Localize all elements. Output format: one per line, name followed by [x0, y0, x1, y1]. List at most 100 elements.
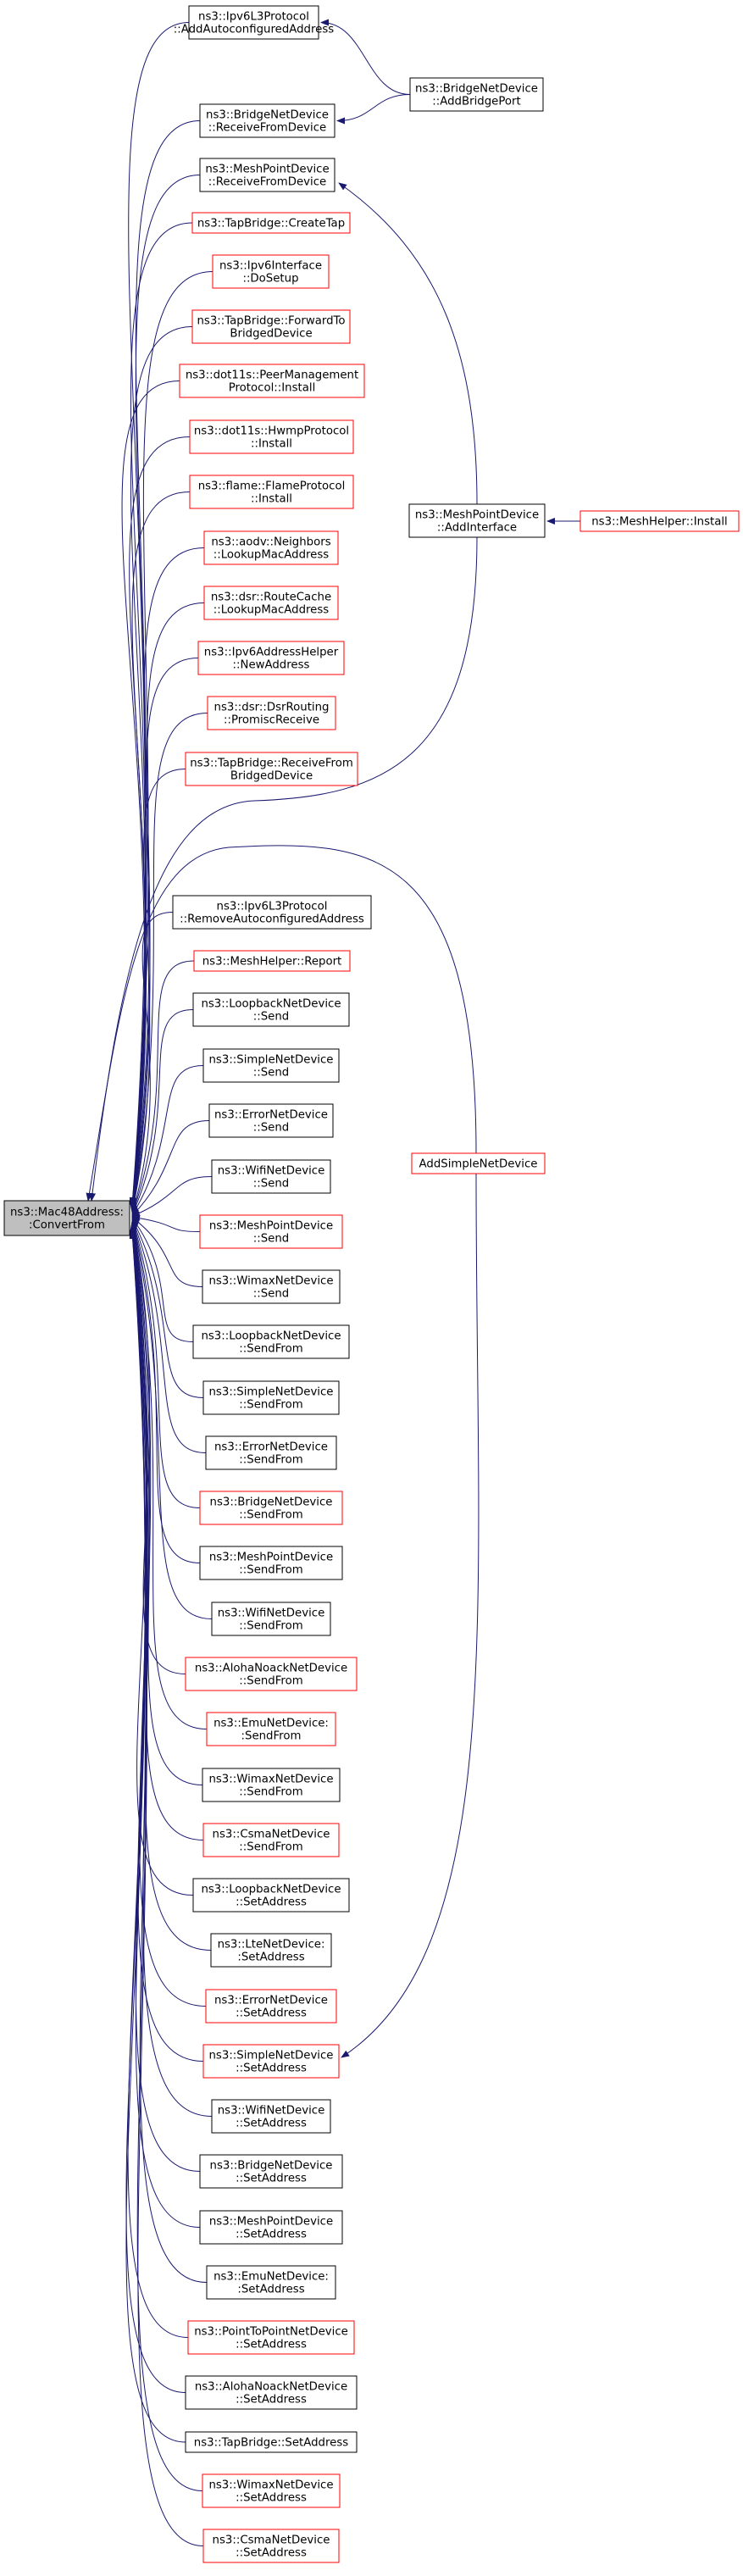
- caller-node-c25-label-line-2: ::SendFrom: [239, 1509, 302, 1522]
- caller-node-c37-label-line-1: ns3::BridgeNetDevice: [210, 2160, 333, 2173]
- caller-node-c30[interactable]: ns3::WimaxNetDevice::SendFrom: [202, 1768, 341, 1802]
- caller-node-c34[interactable]: ns3::ErrorNetDevice::SetAddress: [205, 1989, 337, 2024]
- root-node-mac48address-convertfrom[interactable]: ns3::Mac48Address::ConvertFrom: [3, 1200, 130, 1236]
- caller-node-c2-label-line-1: ns3::MeshPointDevice: [205, 164, 329, 176]
- caller-node-c35-box: [202, 2044, 340, 2079]
- caller-node-c21[interactable]: ns3::WimaxNetDevice::Send: [202, 1269, 341, 1304]
- caller-node-c25-label-line-1: ns3::BridgeNetDevice: [210, 1496, 333, 1509]
- caller-node-c1[interactable]: ns3::BridgeNetDevice::ReceiveFromDevice: [199, 103, 335, 138]
- caller-node-c7[interactable]: ns3::dot11s::HwmpProtocol::Install: [189, 419, 354, 454]
- caller-node-c41-box: [185, 2375, 358, 2410]
- caller-node-c18[interactable]: ns3::ErrorNetDevice::Send: [208, 1103, 334, 1138]
- caller-node-c42-box: [185, 2431, 358, 2453]
- edge-c30-to-root: [130, 1222, 203, 1785]
- secondary-node-s1[interactable]: ns3::MeshPointDevice::AddInterface: [408, 503, 546, 538]
- caller-node-c19-box: [211, 1159, 331, 1194]
- caller-node-c27[interactable]: ns3::WifiNetDevice::SendFrom: [211, 1602, 331, 1636]
- caller-node-c34-box: [205, 1989, 337, 2024]
- caller-node-c31[interactable]: ns3::CsmaNetDevice::SendFrom: [202, 1823, 340, 1857]
- caller-node-c27-label-line-1: ns3::WifiNetDevice: [218, 1607, 325, 1620]
- caller-node-c1-label-line-1: ns3::BridgeNetDevice: [206, 109, 329, 122]
- caller-node-c28[interactable]: ns3::AlohaNoackNetDevice::SendFrom: [185, 1657, 358, 1691]
- caller-node-c29[interactable]: ns3::EmuNetDevice::SendFrom: [206, 1712, 336, 1746]
- caller-node-c35[interactable]: ns3::SimpleNetDevice::SetAddress: [202, 2044, 340, 2079]
- caller-node-c23-label-line-2: ::SendFrom: [239, 1399, 302, 1412]
- caller-node-c32[interactable]: ns3::LoopbackNetDevice::SetAddress: [192, 1878, 350, 1913]
- caller-node-c43[interactable]: ns3::WimaxNetDevice::SetAddress: [202, 2473, 341, 2508]
- caller-node-c28-label-line-1: ns3::AlohaNoackNetDevice: [195, 1663, 347, 1675]
- caller-node-c24[interactable]: ns3::ErrorNetDevice::SendFrom: [205, 1435, 337, 1470]
- caller-node-c3[interactable]: ns3::TapBridge::CreateTap: [191, 212, 351, 234]
- caller-node-c39-label-line-1: ns3::EmuNetDevice:: [213, 2271, 329, 2284]
- caller-node-c33-label-line-1: ns3::LteNetDevice:: [218, 1939, 325, 1951]
- caller-node-c17[interactable]: ns3::SimpleNetDevice::Send: [202, 1048, 340, 1083]
- caller-node-c2-box: [199, 158, 335, 192]
- caller-node-c37[interactable]: ns3::BridgeNetDevice::SetAddress: [199, 2154, 343, 2189]
- caller-node-c40[interactable]: ns3::PointToPointNetDevice::SetAddress: [187, 2320, 355, 2355]
- secondary-node-s2-label-line-1: AddSimpleNetDevice: [419, 1158, 538, 1171]
- caller-node-c39-box: [206, 2265, 336, 2300]
- caller-node-c39[interactable]: ns3::EmuNetDevice::SetAddress: [206, 2265, 336, 2300]
- edge-c14-to-root: [130, 912, 174, 1214]
- caller-node-c14[interactable]: ns3::Ipv6L3Protocol::RemoveAutoconfigure…: [172, 895, 372, 930]
- edge-c27-to-root: [130, 1220, 213, 1619]
- edge-c16-to-root: [131, 1009, 194, 1216]
- secondary-node-s3[interactable]: ns3::MeshHelper::Install: [579, 510, 740, 532]
- caller-node-c6-label-line-2: Protocol::Install: [229, 382, 316, 395]
- edge-c6-to-root: [121, 380, 180, 1210]
- caller-node-c18-box: [208, 1103, 334, 1138]
- caller-node-c10[interactable]: ns3::dsr::RouteCache::LookupMacAddress: [203, 586, 339, 620]
- caller-node-c2[interactable]: ns3::MeshPointDevice::ReceiveFromDevice: [199, 158, 335, 192]
- caller-node-c25[interactable]: ns3::BridgeNetDevice::SendFrom: [199, 1491, 343, 1525]
- caller-node-c4[interactable]: ns3::Ipv6Interface::DoSetup: [212, 254, 330, 289]
- caller-node-c30-label-line-2: ::SendFrom: [239, 1786, 302, 1799]
- edge-c11-to-root: [130, 658, 199, 1213]
- caller-node-c0[interactable]: ns3::Ipv6L3Protocol::AddAutoconfiguredAd…: [174, 5, 335, 40]
- caller-node-c33-box: [210, 1933, 332, 1968]
- caller-node-c33[interactable]: ns3::LteNetDevice::SetAddress: [210, 1933, 332, 1968]
- caller-node-c16[interactable]: ns3::LoopbackNetDevice::Send: [192, 992, 350, 1027]
- caller-node-c42[interactable]: ns3::TapBridge::SetAddress: [185, 2431, 358, 2453]
- secondary-node-s2[interactable]: AddSimpleNetDevice: [411, 1152, 546, 1174]
- caller-node-c38-label-line-1: ns3::MeshPointDevice: [209, 2216, 333, 2229]
- caller-node-c36-label-line-1: ns3::WifiNetDevice: [218, 2105, 325, 2118]
- caller-node-c22[interactable]: ns3::LoopbackNetDevice::SendFrom: [192, 1324, 350, 1359]
- caller-node-c24-label-line-2: ::SendFrom: [239, 1454, 302, 1467]
- edge-c13-to-root: [130, 769, 186, 1214]
- caller-node-c15-label-line-1: ns3::MeshHelper::Report: [202, 956, 342, 969]
- caller-node-c41[interactable]: ns3::AlohaNoackNetDevice::SetAddress: [185, 2375, 358, 2410]
- caller-node-c12[interactable]: ns3::dsr::DsrRouting::PromiscReceive: [207, 696, 336, 730]
- caller-node-c19[interactable]: ns3::WifiNetDevice::Send: [211, 1159, 331, 1194]
- caller-node-c44-label-line-2: ::SetAddress: [236, 2547, 307, 2560]
- caller-node-c22-label-line-1: ns3::LoopbackNetDevice: [201, 1330, 341, 1343]
- caller-node-c11-label-line-2: ::NewAddress: [233, 659, 310, 672]
- caller-node-c40-box: [187, 2320, 355, 2355]
- caller-node-c15[interactable]: ns3::MeshHelper::Report: [193, 950, 351, 972]
- caller-node-c2-label-line-2: ::ReceiveFromDevice: [208, 176, 326, 189]
- caller-node-c38-label-line-2: ::SetAddress: [236, 2229, 307, 2241]
- caller-node-c20[interactable]: ns3::MeshPointDevice::Send: [199, 1214, 343, 1249]
- edge-s1-to-root: [89, 536, 478, 1202]
- caller-node-c9[interactable]: ns3::aodv::Neighbors::LookupMacAddress: [203, 530, 339, 565]
- caller-node-c11[interactable]: ns3::Ipv6AddressHelper::NewAddress: [197, 641, 345, 675]
- caller-node-c28-box: [185, 1657, 358, 1691]
- edge-c0-to-root: [128, 22, 190, 1206]
- caller-node-c37-label-line-2: ::SetAddress: [236, 2173, 307, 2185]
- caller-node-c23[interactable]: ns3::SimpleNetDevice::SendFrom: [202, 1380, 340, 1415]
- edge-c25-to-root: [130, 1219, 201, 1508]
- caller-node-c6[interactable]: ns3::dot11s::PeerManagementProtocol::Ins…: [179, 364, 365, 398]
- edge-s1-to-c2: [338, 182, 478, 505]
- caller-node-c17-box: [202, 1048, 340, 1083]
- caller-node-c26[interactable]: ns3::MeshPointDevice::SendFrom: [199, 1546, 343, 1580]
- caller-node-c22-label-line-2: ::SendFrom: [239, 1343, 302, 1356]
- edge-c20-to-root: [131, 1214, 201, 1232]
- root-node-mac48address-convertfrom-label-line-2: :ConvertFrom: [29, 1219, 105, 1232]
- caller-node-c44-label-line-1: ns3::CsmaNetDevice: [213, 2534, 330, 2547]
- caller-node-c38[interactable]: ns3::MeshPointDevice::SetAddress: [199, 2210, 343, 2245]
- caller-node-c36[interactable]: ns3::WifiNetDevice::SetAddress: [211, 2099, 331, 2134]
- secondary-node-s0[interactable]: ns3::BridgeNetDevice::AddBridgePort: [409, 77, 544, 112]
- caller-node-c8[interactable]: ns3::flame::FlameProtocol::Install: [189, 475, 354, 509]
- caller-node-c44[interactable]: ns3::CsmaNetDevice::SetAddress: [202, 2529, 340, 2563]
